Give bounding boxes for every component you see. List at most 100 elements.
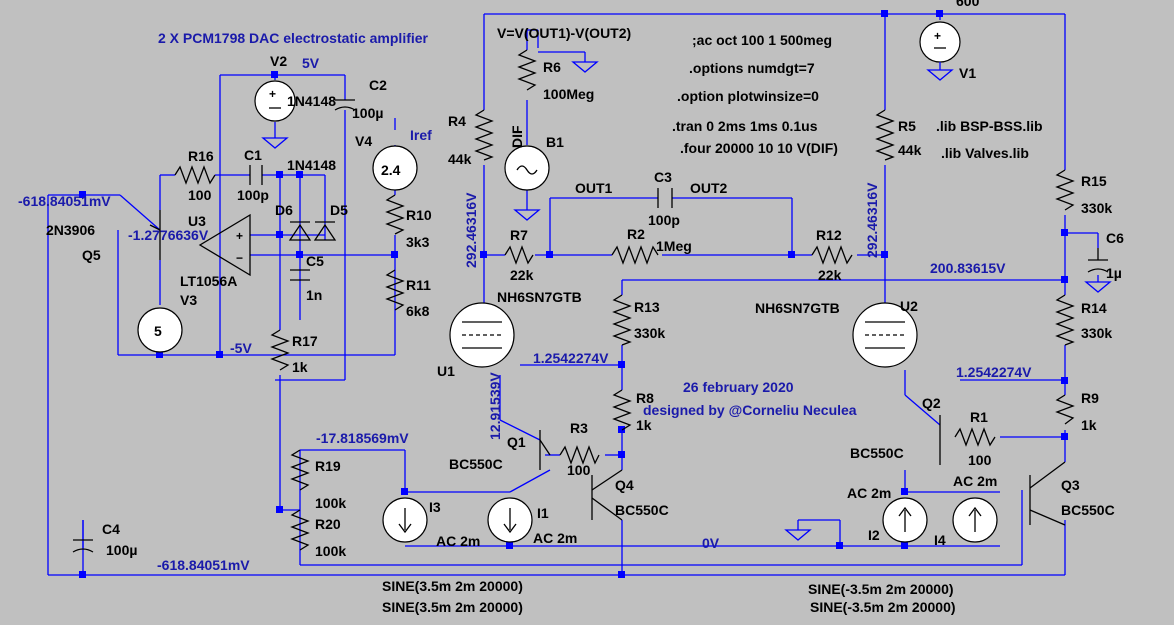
node-voltage: -17.818569mV: [316, 430, 409, 446]
component-label: R9: [1081, 390, 1099, 406]
component-label: V3: [180, 292, 197, 308]
r8-symbol: [612, 389, 632, 431]
text-labels: 2 X PCM1798 DAC electrostatic amplifier …: [18, 0, 1124, 615]
r2-symbol: [611, 245, 659, 265]
q4-symbol: [591, 469, 623, 521]
i3-symbol: [382, 497, 428, 543]
q5-symbol: [149, 210, 161, 260]
component-label: C1: [244, 147, 262, 163]
component-label: 5V: [302, 55, 320, 71]
component-label: OUT2: [690, 180, 728, 196]
source-def: SINE(3.5m 2m 20000): [382, 578, 523, 594]
component-label: LT1056A: [180, 273, 237, 289]
component-label: I4: [934, 532, 946, 548]
d6-symbol: [288, 221, 312, 241]
i4-symbol: [952, 497, 998, 543]
component-label: R5: [898, 118, 916, 134]
q1-symbol: [539, 430, 551, 470]
node-voltage: 292.46316V: [864, 182, 880, 258]
component-label: R2: [627, 226, 645, 242]
component-label: R7: [510, 227, 528, 243]
component-label: R19: [315, 458, 341, 474]
component-label: I3: [429, 499, 441, 515]
svg-text:+: +: [934, 29, 941, 43]
node-voltage: -618.84051mV: [157, 557, 250, 573]
directive-expr: V=V(OUT1)-V(OUT2): [497, 25, 631, 41]
component-label: 2N3906: [46, 222, 95, 238]
component-label: Q1: [507, 434, 526, 450]
ground-icon: [261, 137, 289, 149]
q3-symbol: [1029, 461, 1066, 526]
v3-symbol: [137, 307, 183, 353]
component-label: 600: [956, 0, 980, 9]
component-label: 100p: [648, 212, 680, 228]
directive-lib1: .lib BSP-BSS.lib: [936, 118, 1043, 134]
component-label: R17: [292, 333, 318, 349]
component-label: C4: [102, 521, 120, 537]
component-label: Q5: [82, 247, 101, 263]
r20-symbol: [290, 509, 310, 551]
r1-symbol: [954, 427, 996, 447]
components: + + +−: [72, 21, 1112, 553]
ground-icon: [784, 529, 812, 541]
r9-symbol: [1055, 394, 1075, 425]
c5-symbol: [290, 269, 310, 281]
component-label: AC 2m: [533, 530, 577, 546]
component-label: BC550C: [1061, 502, 1115, 518]
component-label: D6: [275, 202, 293, 218]
svg-text:+: +: [236, 229, 243, 243]
c6-symbol: [1087, 248, 1109, 273]
component-label: 1N4148: [287, 157, 336, 173]
component-label: R8: [636, 390, 654, 406]
i1-symbol: [487, 497, 533, 543]
ground-icon: [1084, 281, 1112, 293]
component-label: 330k: [1081, 325, 1112, 341]
component-label: 22k: [818, 267, 842, 283]
component-label: R13: [634, 299, 660, 315]
component-label: R1: [970, 409, 988, 425]
component-label: I1: [537, 505, 549, 521]
ground-icon: [513, 209, 541, 221]
component-label: NH6SN7GTB: [497, 289, 582, 305]
component-label: R16: [188, 148, 214, 164]
component-label: R20: [315, 516, 341, 532]
component-label: 100: [968, 452, 992, 468]
source-def: SINE(3.5m 2m 20000): [382, 599, 523, 615]
component-label: B1: [546, 134, 564, 150]
r11-symbol: [385, 269, 405, 311]
component-label: 2.4: [381, 162, 401, 178]
component-label: BC550C: [449, 456, 503, 472]
component-label: 1k: [636, 417, 652, 433]
component-label: 100Meg: [543, 86, 594, 102]
schematic-title: 2 X PCM1798 DAC electrostatic amplifier: [158, 30, 429, 46]
r13-symbol: [612, 294, 632, 346]
d5-symbol: [313, 221, 337, 241]
component-label: 1µ: [1106, 265, 1122, 281]
component-label: 100: [188, 187, 212, 203]
component-label: 100k: [315, 495, 346, 511]
component-label: AC 2m: [847, 485, 891, 501]
component-label: R6: [543, 59, 561, 75]
component-label: 44k: [898, 142, 922, 158]
c3-symbol: [657, 188, 673, 208]
r16-symbol: [174, 165, 216, 185]
directive-lib2: .lib Valves.lib: [941, 145, 1029, 161]
directive-four: .four 20000 10 10 V(DIF): [680, 140, 838, 156]
source-def: SINE(-3.5m 2m 20000): [810, 599, 956, 615]
component-label: BC550C: [615, 502, 669, 518]
v4-symbol: [372, 145, 418, 191]
component-label: 1N4148: [287, 93, 336, 109]
r3-symbol: [559, 445, 600, 465]
node-voltage: -618.84051mV: [18, 193, 111, 209]
component-label: 6k8: [406, 303, 430, 319]
node-voltage: 1.2542274V: [956, 364, 1032, 380]
directive-ac: ;ac oct 100 1 500meg: [692, 32, 832, 48]
component-label: V2: [270, 53, 287, 69]
component-label: R3: [570, 420, 588, 436]
component-label: 100k: [315, 543, 346, 559]
r5-symbol: [875, 109, 895, 161]
r14-symbol: [1055, 294, 1075, 346]
component-label: OUT1: [575, 180, 613, 196]
node-voltage: 1.2542274V: [533, 350, 609, 366]
